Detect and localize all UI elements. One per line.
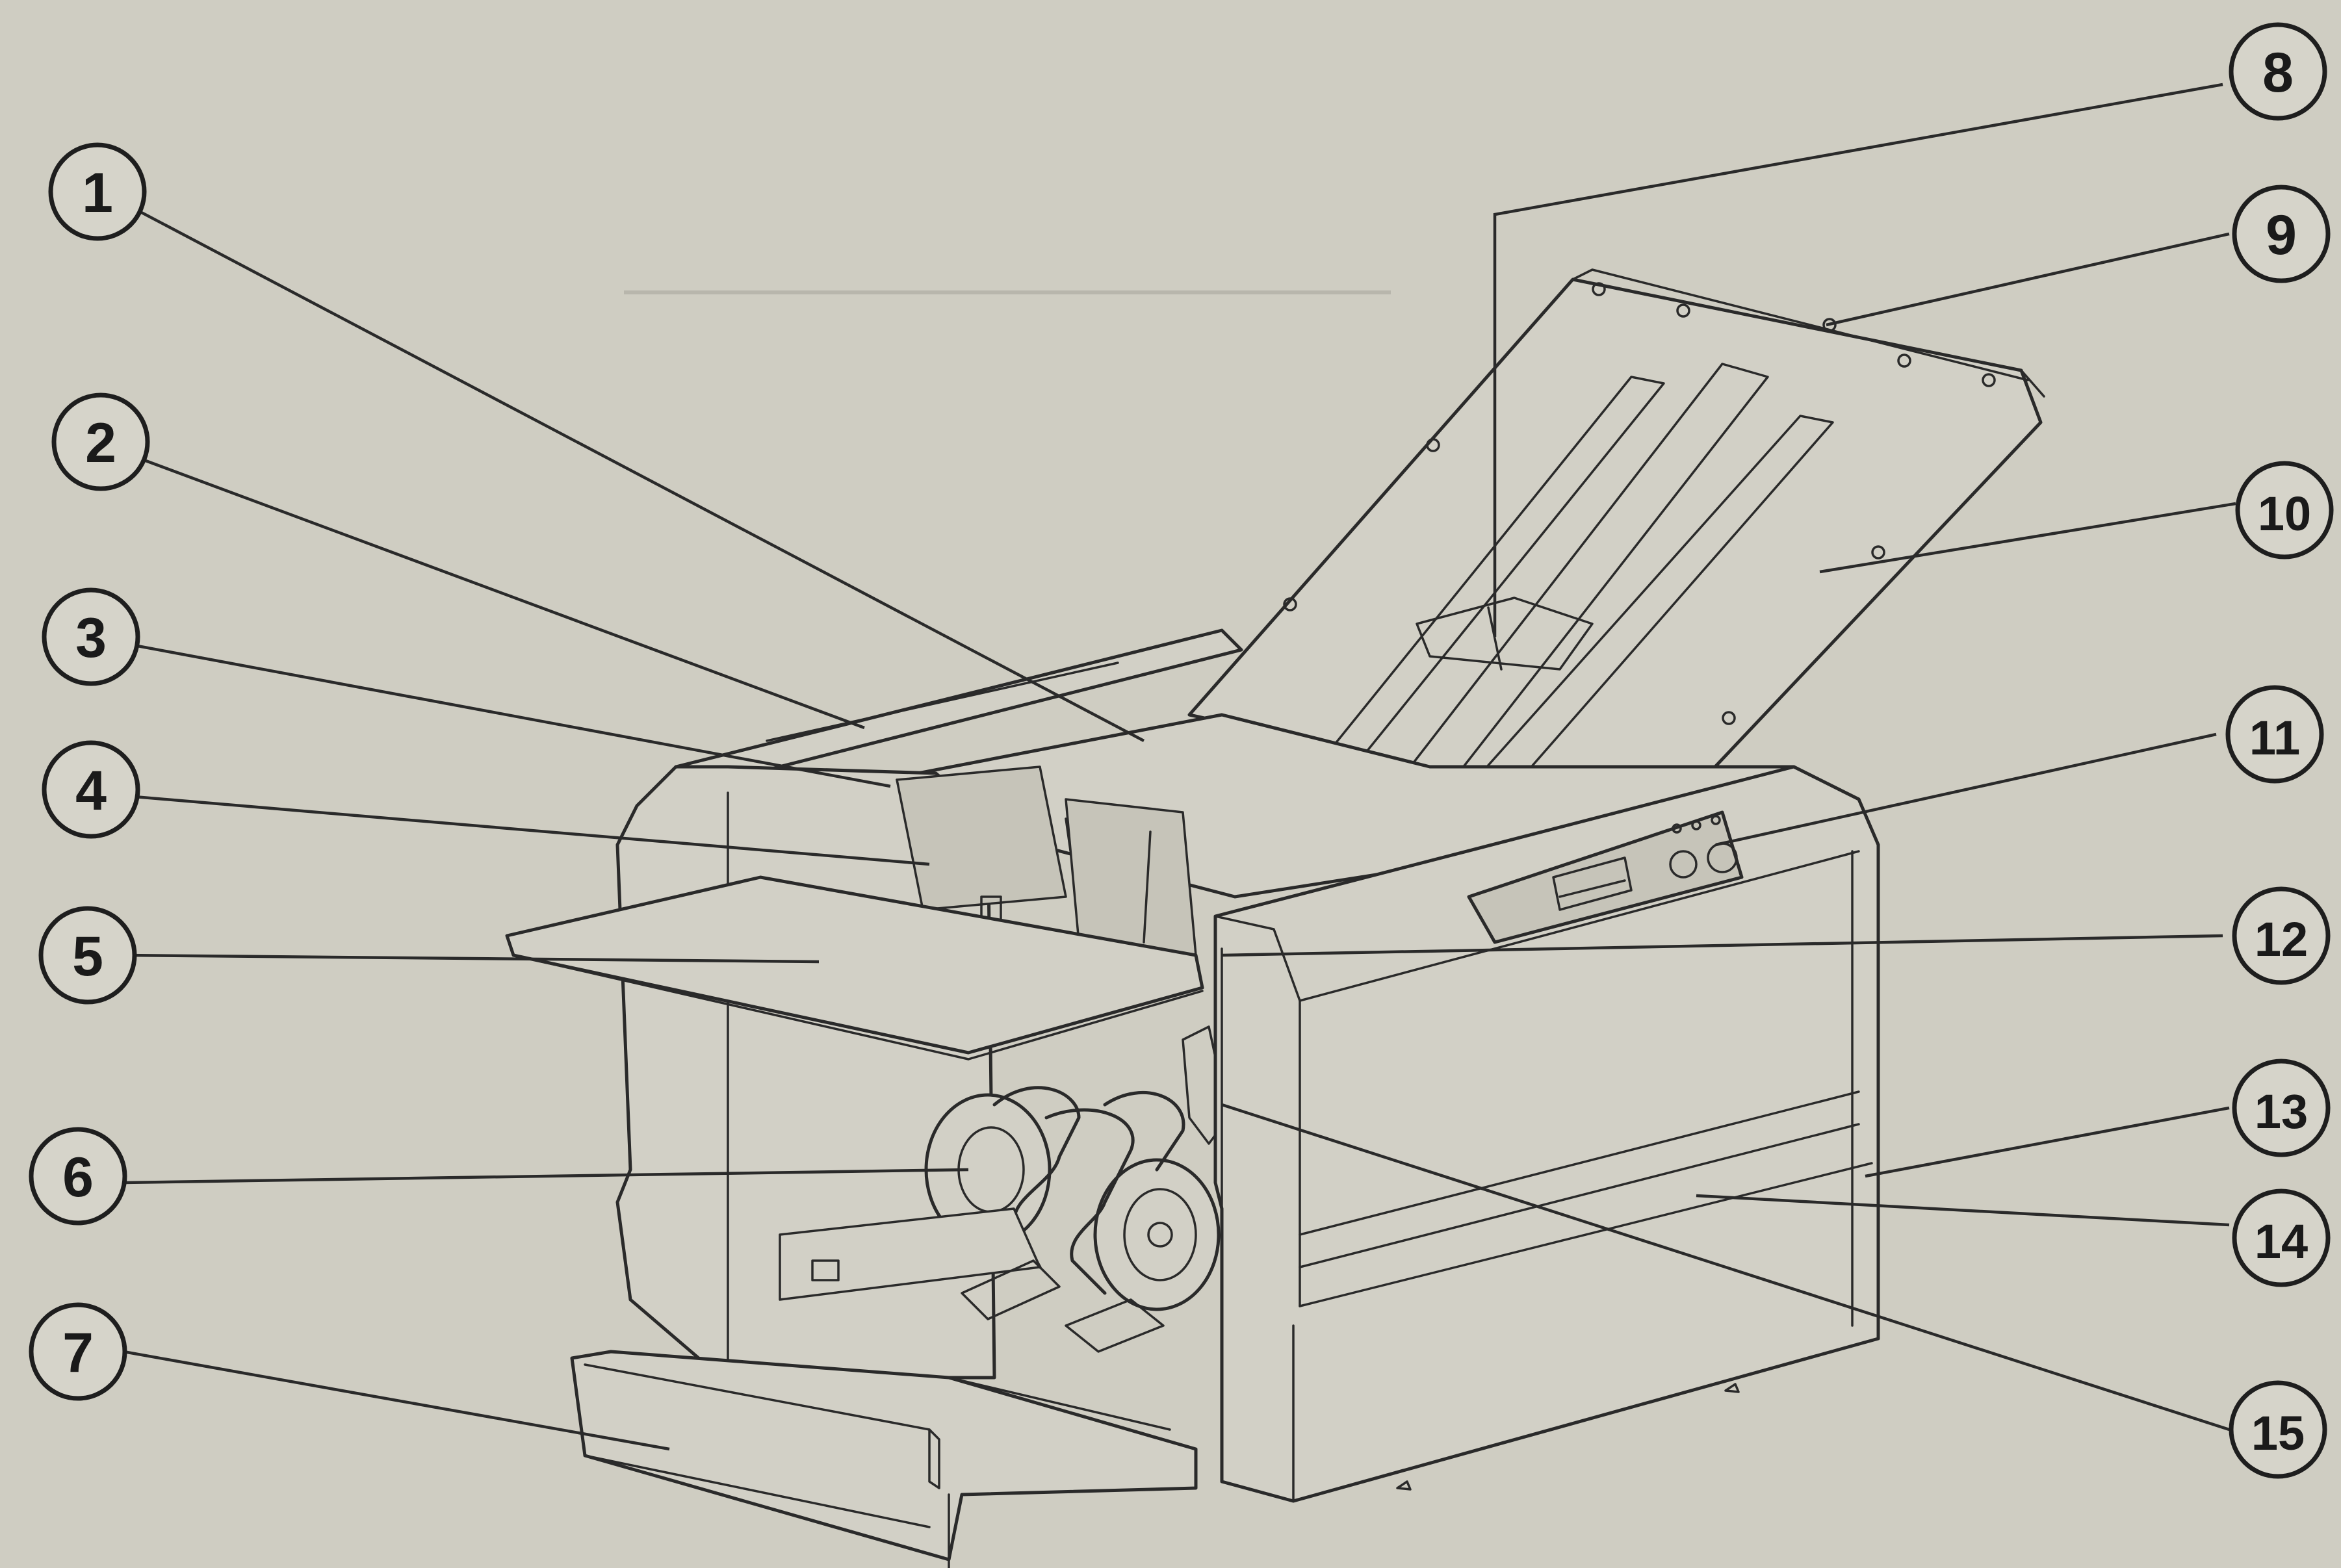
callout-6: 6	[29, 1127, 127, 1226]
svg-text:11: 11	[2249, 711, 2300, 765]
callout-7: 7	[29, 1302, 127, 1401]
main-cabinet	[1213, 765, 1880, 1503]
svg-text:9: 9	[2266, 204, 2297, 266]
svg-text:3: 3	[75, 607, 107, 669]
output-tray	[570, 1350, 1198, 1568]
callouts: 1 2 3 4 5 6 7 8 9 10 11 12 13 14 15	[29, 22, 2334, 1479]
callout-9: 9	[2232, 185, 2331, 283]
callout-3: 3	[42, 587, 140, 686]
callout-13: 13	[2232, 1059, 2331, 1157]
svg-text:8: 8	[2262, 42, 2294, 104]
callout-1: 1	[48, 142, 147, 241]
svg-text:15: 15	[2251, 1406, 2305, 1460]
panel-knob[interactable]	[1669, 850, 1698, 879]
control-panel[interactable]	[1467, 810, 1744, 944]
svg-text:5: 5	[72, 925, 103, 988]
callout-8: 8	[2229, 22, 2327, 121]
svg-text:4: 4	[75, 760, 107, 822]
callout-15: 15	[2229, 1380, 2327, 1479]
callout-4: 4	[42, 740, 140, 839]
svg-text:7: 7	[62, 1322, 94, 1384]
left-frame	[615, 765, 1197, 1380]
leader-lines	[123, 83, 2236, 1451]
svg-text:2: 2	[85, 412, 116, 474]
stacker-wheels	[779, 1025, 1230, 1353]
svg-text:1: 1	[82, 162, 113, 224]
callout-5: 5	[38, 906, 137, 1005]
svg-text:14: 14	[2255, 1215, 2308, 1268]
exit-table	[505, 875, 1204, 1060]
callout-11: 11	[2225, 685, 2324, 784]
callout-12: 12	[2232, 886, 2331, 985]
svg-text:12: 12	[2255, 912, 2308, 966]
callout-2: 2	[51, 392, 150, 491]
svg-text:6: 6	[62, 1146, 94, 1209]
svg-text:10: 10	[2258, 487, 2311, 541]
feed-tray	[1187, 268, 2045, 795]
callout-10: 10	[2235, 461, 2334, 559]
callout-14: 14	[2232, 1189, 2331, 1287]
svg-text:13: 13	[2255, 1085, 2308, 1138]
tray-rivets	[1283, 282, 1996, 725]
